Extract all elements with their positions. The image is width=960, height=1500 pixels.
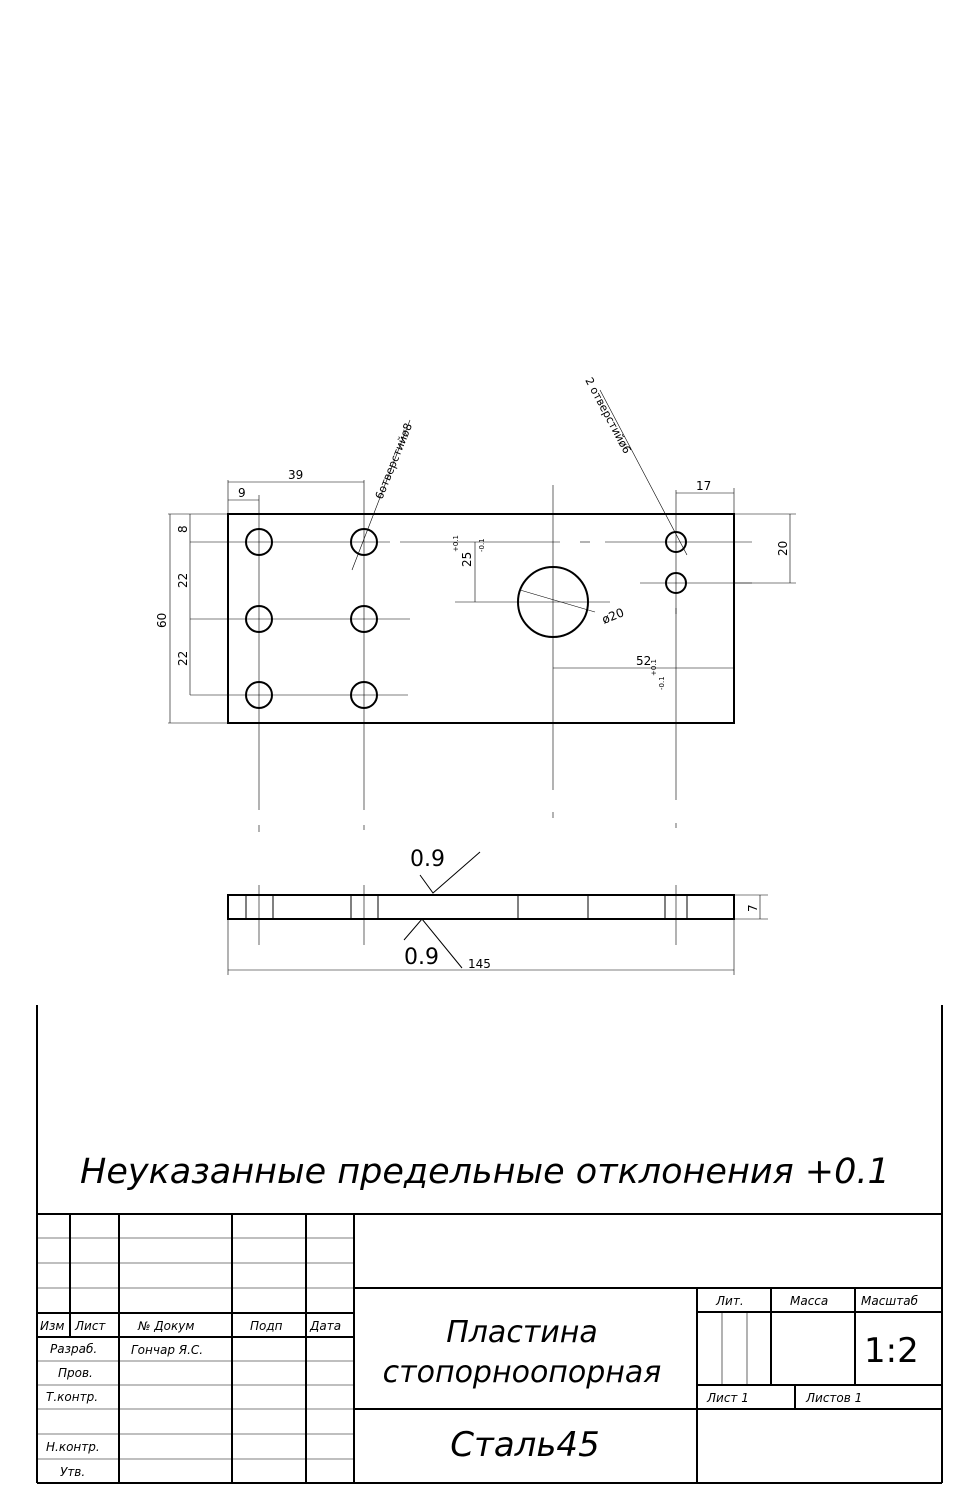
sheets-label: Листов 1 bbox=[805, 1391, 862, 1405]
roughness-bottom: 0.9 bbox=[404, 945, 439, 970]
holes-2-leader: 2 отверстийø6 bbox=[582, 375, 633, 456]
sheet-frame bbox=[36, 1005, 943, 1484]
col-list: Лист bbox=[74, 1319, 106, 1333]
roughness-mark-top bbox=[419, 851, 481, 894]
col-izm: Изм bbox=[40, 1319, 64, 1333]
plan-view: 39 9 17 8 22 22 60 20 25 +0.1 -0.1 52 +0… bbox=[155, 375, 796, 832]
dim-145: 145 bbox=[468, 957, 491, 971]
lit-label: Лит. bbox=[715, 1294, 744, 1308]
row-utv: Утв. bbox=[60, 1465, 85, 1479]
mass-label: Масса bbox=[790, 1294, 828, 1308]
general-tolerance-note: Неуказанные предельные отклонения +0.1 bbox=[80, 1152, 890, 1192]
holes-6-leader: 6отверстийø8 bbox=[373, 421, 415, 501]
dim-17: 17 bbox=[696, 479, 711, 493]
side-dim-lines bbox=[227, 894, 768, 975]
roughness-top: 0.9 bbox=[410, 847, 445, 872]
dim-39: 39 bbox=[288, 468, 303, 482]
side-outline bbox=[227, 894, 735, 920]
tol-25-lower: -0.1 bbox=[478, 538, 486, 552]
dim-60: 60 bbox=[155, 613, 169, 628]
part-name-line2: стопорноопорная bbox=[383, 1355, 662, 1390]
dim-8: 8 bbox=[176, 525, 190, 533]
dim-22-lower: 22 bbox=[176, 651, 190, 666]
row-tkontr: Т.контр. bbox=[46, 1390, 98, 1404]
dimension-lines bbox=[168, 389, 796, 724]
side-center-lines bbox=[258, 885, 677, 945]
scale-value: 1:2 bbox=[864, 1331, 919, 1371]
scale-label: Масштаб bbox=[861, 1294, 919, 1308]
col-dokum: № Докум bbox=[137, 1319, 194, 1333]
dim-25: 25 bbox=[460, 552, 474, 567]
row-razrab: Разраб. bbox=[50, 1342, 97, 1356]
col-podp: Подп bbox=[250, 1319, 283, 1333]
col-data: Дата bbox=[309, 1319, 341, 1333]
title-block: Изм Лист № Докум Подп Дата Разраб. Гонча… bbox=[37, 1213, 942, 1483]
tol-52-upper: +0.1 bbox=[650, 659, 658, 676]
dim-52: 52 bbox=[636, 654, 651, 668]
center-lines bbox=[190, 480, 752, 832]
tol-52-lower: -0.1 bbox=[658, 676, 666, 690]
dim-7: 7 bbox=[746, 904, 760, 912]
row-nkontr: Н.контр. bbox=[46, 1440, 100, 1454]
material: Сталь45 bbox=[450, 1425, 599, 1465]
side-hole-lines bbox=[245, 895, 688, 919]
plate-outline bbox=[227, 513, 735, 724]
dim-9: 9 bbox=[238, 486, 246, 500]
tol-25-upper: +0.1 bbox=[452, 535, 460, 552]
side-view: 0.9 0.9 145 7 bbox=[227, 847, 768, 975]
dim-20: 20 bbox=[776, 541, 790, 556]
roughness-mark-bottom bbox=[403, 918, 463, 969]
sheet-label: Лист 1 bbox=[706, 1391, 749, 1405]
razrab-name: Гончар Я.С. bbox=[131, 1343, 203, 1357]
dia-20: ø20 bbox=[600, 605, 626, 626]
row-prov: Пров. bbox=[58, 1366, 93, 1380]
dim-22-upper: 22 bbox=[176, 573, 190, 588]
part-name-line1: Пластина bbox=[446, 1315, 598, 1350]
